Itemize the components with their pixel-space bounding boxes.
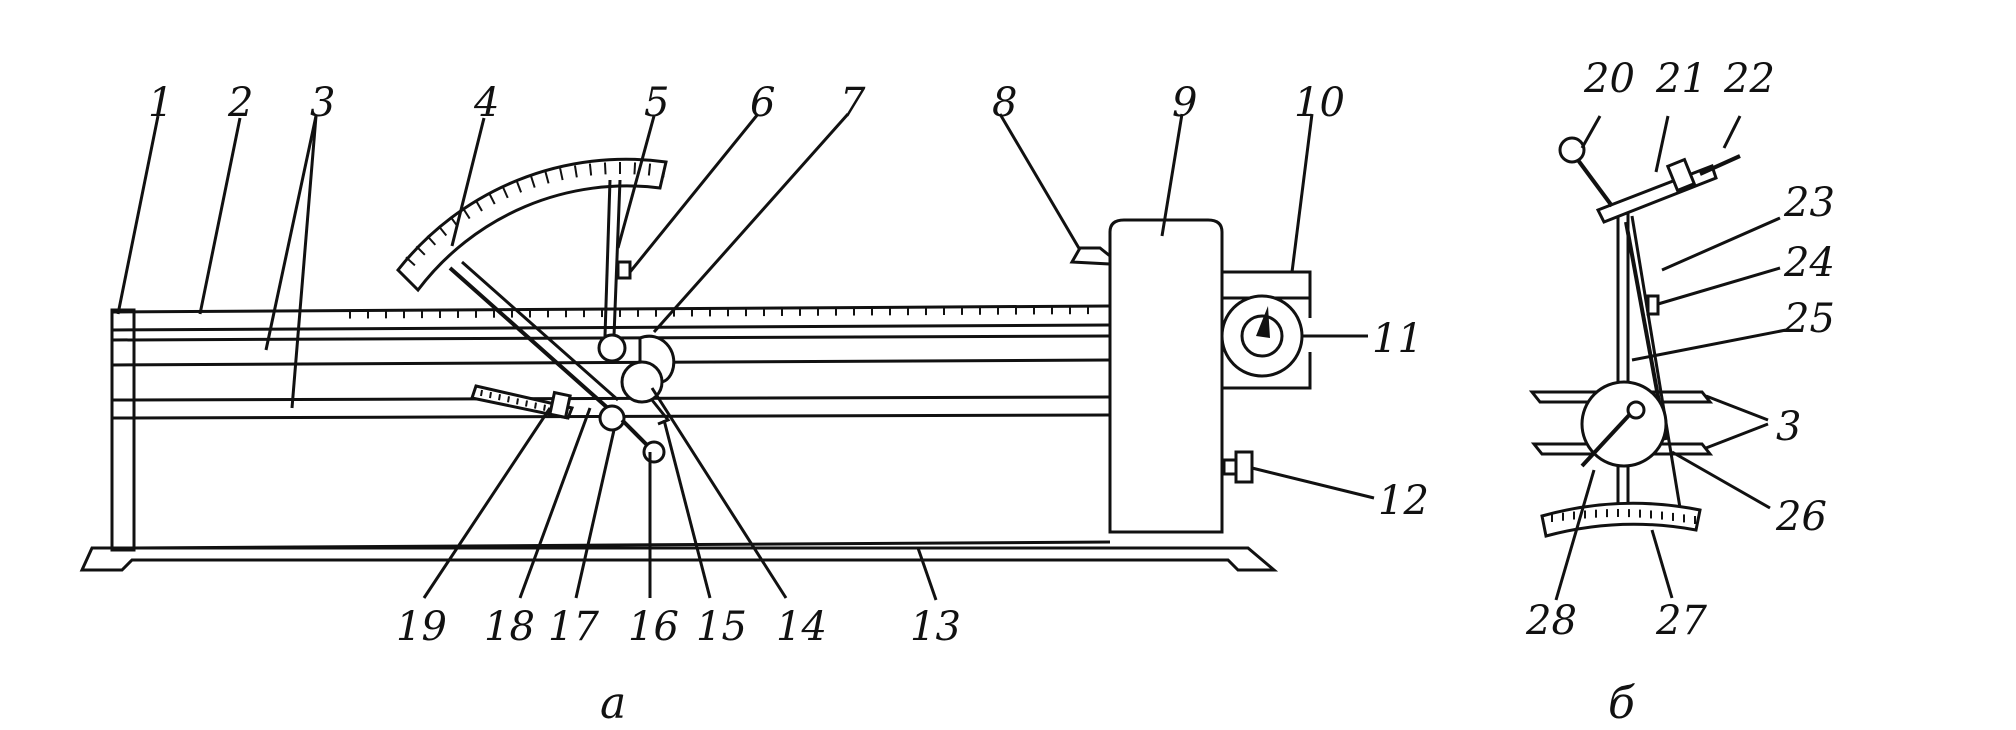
- label-3: 3: [310, 80, 335, 126]
- scale-tick: [603, 162, 607, 175]
- rail-scale-ticks: [349, 306, 1089, 319]
- scale-tick: [489, 391, 492, 399]
- lever: [620, 418, 652, 450]
- screw-head: [1234, 450, 1254, 484]
- scale-tick: [475, 200, 483, 212]
- knob-block: [1665, 157, 1697, 193]
- top-handle: [1069, 246, 1112, 266]
- label-4: 4: [473, 80, 499, 126]
- vertical-pointer: [603, 179, 612, 337]
- callout-labels: 1 2 3 4 5 6 7 8 9 10 11 12 13 14 15 16 1…: [148, 56, 1835, 650]
- scale-tick: [662, 165, 667, 178]
- label-8: 8: [992, 80, 1017, 126]
- pointer-stop: [616, 260, 632, 280]
- scale-tick: [415, 245, 426, 256]
- label-15: 15: [696, 604, 747, 650]
- roller-upper: [597, 333, 627, 363]
- vertical-pointer-edge: [612, 179, 622, 337]
- scale-tick: [543, 404, 546, 411]
- label-11: 11: [1372, 316, 1423, 362]
- label-7: 7: [840, 80, 866, 126]
- scale-tick: [588, 163, 593, 176]
- roller-lower: [598, 404, 626, 432]
- label-21: 21: [1655, 56, 1707, 102]
- scale-tick: [534, 402, 537, 409]
- rail-upper-b: [111, 358, 1111, 367]
- label-28: 28: [1525, 598, 1577, 644]
- scale-tick: [515, 180, 523, 193]
- scale-tick: [559, 168, 564, 181]
- label-1: 1: [148, 80, 173, 126]
- label-24: 24: [1783, 240, 1835, 286]
- rail-lower: [111, 395, 1111, 402]
- label-16: 16: [628, 604, 679, 650]
- top-scale-bar-edge: [111, 304, 1111, 314]
- scale-tick: [405, 256, 416, 267]
- scale-tick: [426, 235, 437, 246]
- scale-tick: [501, 186, 509, 199]
- dial-needle: [1256, 306, 1270, 338]
- handle-ball: [1558, 136, 1586, 164]
- label-3-view-b: 3: [1776, 404, 1801, 450]
- scale-tick: [573, 165, 578, 178]
- bracket: [1220, 270, 1312, 300]
- label-20: 20: [1583, 56, 1635, 102]
- arc-scale-ticks: [1551, 508, 1696, 524]
- angled-arm-edge: [461, 260, 619, 402]
- scale-tick: [530, 175, 536, 188]
- label-27: 27: [1655, 598, 1707, 644]
- label-23: 23: [1783, 180, 1835, 226]
- label-22: 22: [1723, 56, 1775, 102]
- spring: [650, 399, 671, 426]
- pointer-needle: [1630, 215, 1684, 521]
- arc-scale: [1540, 501, 1702, 538]
- frame-bottom: [133, 540, 1111, 550]
- lever-knob: [642, 440, 666, 464]
- disc-hub: [1626, 400, 1646, 420]
- column-housing: [1108, 218, 1224, 534]
- view-b: [1528, 136, 1741, 538]
- side-stop: [1646, 294, 1660, 316]
- label-5: 5: [644, 80, 669, 126]
- label-9: 9: [1172, 80, 1197, 126]
- label-26: 26: [1775, 494, 1827, 540]
- view-a: [79, 157, 1312, 572]
- scale-tick: [647, 163, 652, 176]
- label-12: 12: [1378, 478, 1429, 524]
- crossbar: [1595, 164, 1718, 224]
- label-17: 17: [548, 604, 599, 650]
- scale-tick: [480, 389, 483, 397]
- scale-tick: [633, 162, 637, 175]
- label-25: 25: [1783, 296, 1835, 342]
- left-post: [110, 308, 136, 552]
- scale-tick: [462, 207, 471, 220]
- screw-stem: [1222, 458, 1238, 476]
- scale-tick: [488, 192, 496, 205]
- scale-tick: [507, 396, 510, 403]
- label-19: 19: [396, 604, 447, 650]
- small-scale-clamp: [548, 390, 572, 420]
- label-18: 18: [484, 604, 535, 650]
- label-13: 13: [910, 604, 961, 650]
- scale-tick: [525, 400, 528, 407]
- base-plate: [79, 546, 1279, 572]
- protractor-ticks: [405, 162, 667, 267]
- label-10: 10: [1294, 80, 1345, 126]
- label-14: 14: [776, 604, 827, 650]
- scale-tick: [498, 394, 501, 401]
- top-scale-bar-bottom: [111, 323, 1111, 332]
- caption-view-a: а: [600, 678, 626, 729]
- leader-lines: [116, 113, 1787, 601]
- hub: [620, 360, 664, 404]
- scale-tick: [516, 398, 519, 405]
- scale-tick: [437, 225, 448, 237]
- scale-tick: [544, 171, 550, 184]
- label-2: 2: [227, 80, 253, 126]
- knob-stem: [1699, 154, 1741, 176]
- caption-view-b: б: [1608, 678, 1635, 729]
- label-6: 6: [750, 80, 775, 126]
- disc-handle: [1580, 410, 1634, 468]
- angled-arm: [448, 266, 612, 412]
